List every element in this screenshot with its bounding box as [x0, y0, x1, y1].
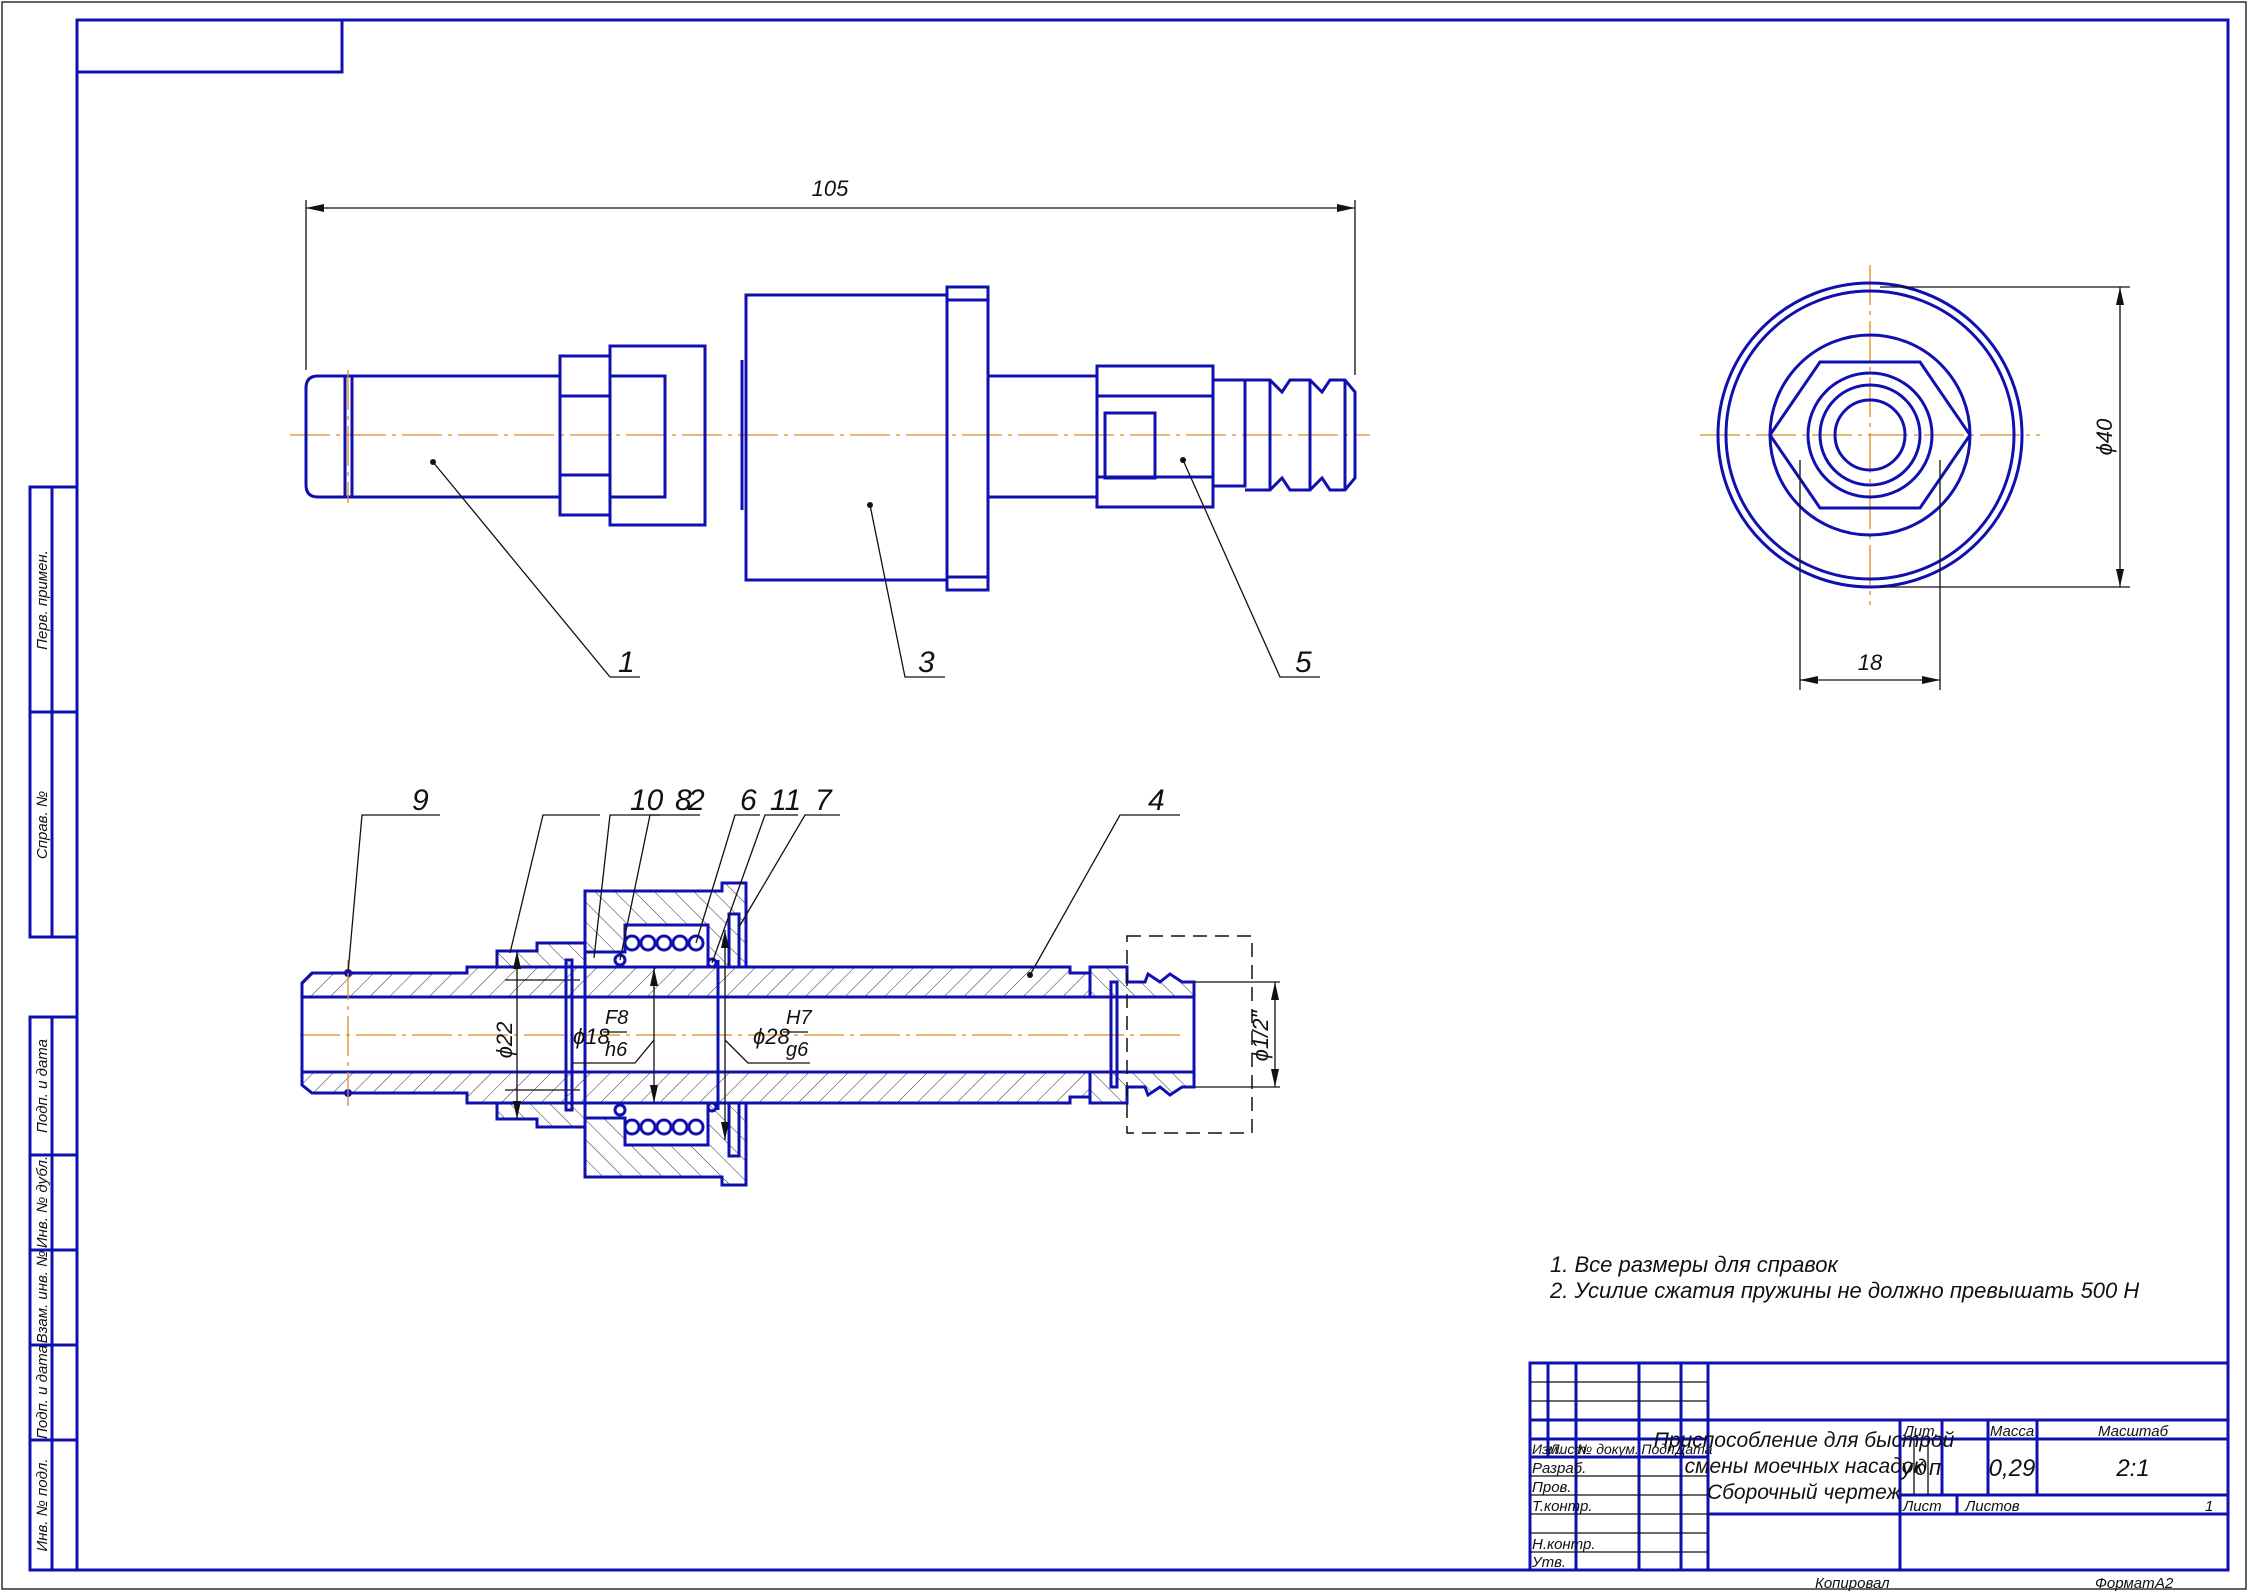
sheets-label: Листов — [1964, 1498, 2020, 1515]
dim-outer-diameter: ϕ40 — [2092, 418, 2117, 455]
balloon-9: 9 — [412, 784, 429, 817]
dim-d28: ϕ28 — [753, 1024, 790, 1049]
role-prov: Пров. — [1532, 1479, 1572, 1496]
balloon-6: 6 — [740, 784, 757, 817]
side-stamps: Перв. примен. Справ. № Подп. и дата Инв.… — [28, 485, 79, 1572]
lit-value-d: д — [1915, 1455, 1927, 1480]
format-label: Формат — [2095, 1575, 2155, 1592]
stamp-sprav: Справ. № — [34, 791, 51, 859]
dim-d18-fit-bottom: h6 — [605, 1039, 628, 1061]
role-utv: Утв. — [1531, 1554, 1566, 1571]
stamp-podp-data-2: Подп. и дата — [34, 1345, 51, 1439]
note-2: 2. Усилие сжатия пружины не должно превы… — [1549, 1278, 2139, 1303]
mass-label: Масса — [1990, 1423, 2034, 1440]
scale-label: Масштаб — [2098, 1423, 2169, 1440]
scale-value: 2:1 — [2115, 1455, 2149, 1482]
th-list: Лист — [1549, 1441, 1586, 1457]
sheet-label: Лист — [1902, 1498, 1942, 1515]
balloon-1: 1 — [618, 646, 635, 679]
stamp-vzam-inv: Взам. инв. № — [34, 1251, 51, 1344]
role-nkontr: Н.контр. — [1532, 1536, 1596, 1553]
title-line-2: смены моечных насадок — [1685, 1455, 1925, 1478]
title-line-1: Приспособление для быстрой — [1654, 1429, 1955, 1452]
balloon-7: 7 — [815, 784, 833, 817]
role-razrab: Разраб. — [1532, 1460, 1586, 1477]
dim-d22: ϕ22 — [492, 1022, 517, 1059]
format-value: А2 — [2154, 1575, 2174, 1592]
end-view: ϕ40 18 — [1700, 265, 2130, 690]
title-line-3: Сборочный чертеж — [1707, 1481, 1903, 1504]
dim-overall-length: 105 — [812, 176, 849, 201]
dim-d18: ϕ18 — [573, 1024, 610, 1049]
balloon-2-text: 2 — [687, 784, 705, 817]
dim-d18-fit-top: F8 — [605, 1007, 628, 1029]
copied-label: Копировал — [1815, 1575, 1890, 1592]
note-1: 1. Все размеры для справок — [1550, 1252, 1840, 1277]
dim-d28-fit-bottom: g6 — [786, 1039, 809, 1061]
th-sign: Подп. — [1641, 1441, 1678, 1457]
th-date: Дата — [1674, 1441, 1713, 1457]
dim-hose: ϕ1/2" — [1248, 1010, 1273, 1062]
balloon-4: 4 — [1148, 784, 1165, 817]
balloon-5: 5 — [1295, 646, 1312, 679]
dim-hex-size: 18 — [1858, 650, 1883, 675]
balloon-3: 3 — [918, 646, 935, 679]
mass-value: 0,29 — [1989, 1455, 2036, 1482]
role-tkontr: Т.контр. — [1532, 1498, 1593, 1515]
title-block: Изм. Лист № докум. Подп. Дата Разраб. Пр… — [1528, 1361, 2230, 1592]
balloon-11: 11 — [770, 784, 801, 817]
lit-label: Лит. — [1902, 1423, 1938, 1440]
balloon-10: 10 — [630, 784, 664, 817]
lit-value-p: п — [1929, 1455, 1941, 1480]
top-left-box — [75, 18, 344, 74]
stamp-inv-dubl: Инв. № дубл. — [34, 1156, 51, 1248]
balloon-8: 8 — [675, 784, 692, 817]
sheets-count: 1 — [2205, 1498, 2213, 1515]
dim-d28-fit-top: H7 — [786, 1007, 812, 1029]
section-view: ϕ22 ϕ18 F8 h6 ϕ28 H7 g6 ϕ1/2" 9 2 2 2 2 … — [300, 784, 1280, 1187]
stamp-perv-primen: Перв. примен. — [34, 550, 51, 650]
th-izm: Изм. — [1532, 1441, 1562, 1457]
lit-value-u: у — [1900, 1455, 1915, 1480]
stamp-inv-podl: Инв. № подл. — [34, 1458, 51, 1551]
th-doc-no: № докум. — [1577, 1441, 1639, 1457]
top-view: 105 1 3 5 — [290, 176, 1370, 679]
stamp-podp-data-1: Подп. и дата — [34, 1039, 51, 1133]
spring — [613, 934, 718, 1136]
